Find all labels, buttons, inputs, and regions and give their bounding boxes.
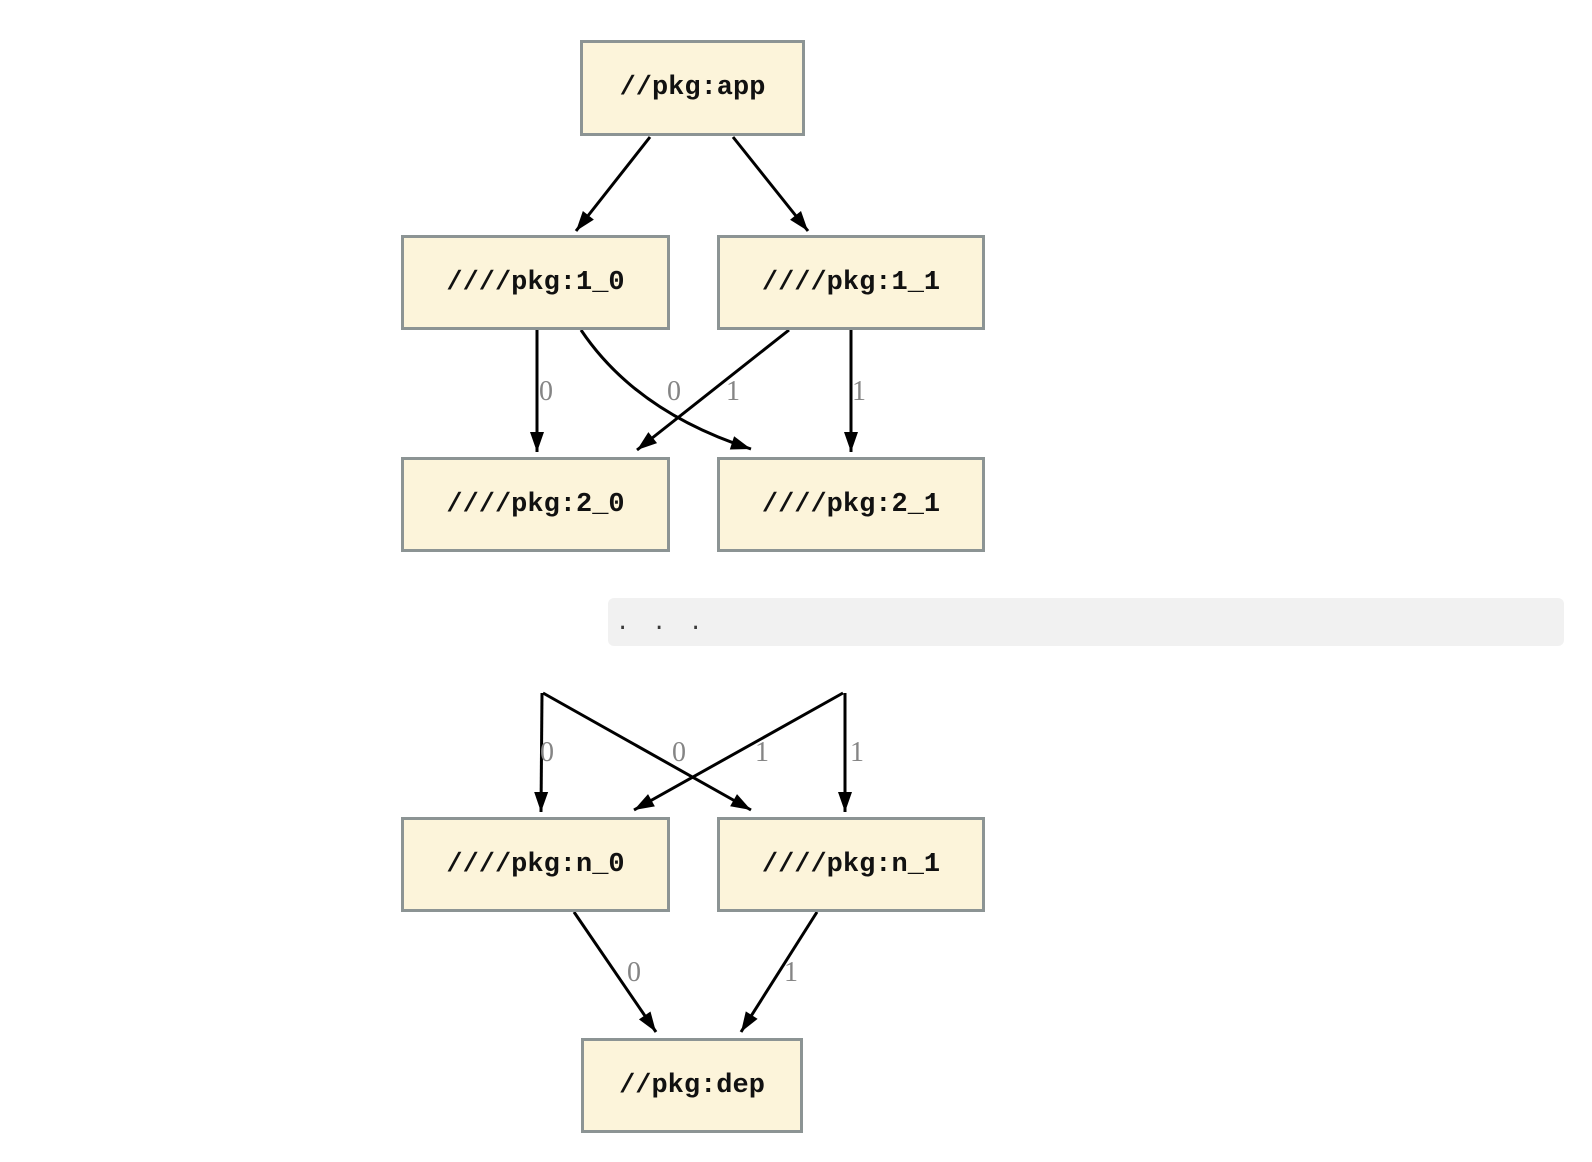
node-pkg-n_1: ////pkg:n_1 xyxy=(717,817,985,912)
node-pkg-dep: //pkg:dep xyxy=(581,1038,803,1133)
edge-label-n_1-dep: 1 xyxy=(784,957,798,988)
node-pkg-n_0: ////pkg:n_0 xyxy=(401,817,670,912)
edge-label-n_0-dep: 0 xyxy=(627,957,641,988)
edge-label-dots-n_0-cross: 0 xyxy=(672,737,686,768)
edge-dots-to-n_0-cross xyxy=(633,691,844,812)
edge-app-to-1_0 xyxy=(574,136,652,232)
node-pkg-1_1: ////pkg:1_1 xyxy=(717,235,985,330)
ellipsis-bar: . . . xyxy=(608,598,1564,646)
edge-label-dots-n_1-straight: 1 xyxy=(850,737,864,768)
ellipsis-dots: . . . xyxy=(616,609,708,635)
edge-label-1_1-2_1: 1 xyxy=(852,376,866,407)
node-pkg-2_1: ////pkg:2_1 xyxy=(717,457,985,552)
edge-1_1-to-2_0 xyxy=(636,328,790,452)
edge-label-1_0-2_1: 1 xyxy=(726,376,740,407)
node-pkg-1_0: ////pkg:1_0 xyxy=(401,235,670,330)
edge-1_0-to-2_1 xyxy=(579,329,752,451)
edge-label-dots-n_1-cross: 1 xyxy=(755,737,769,768)
edge-label-dots-n_0-straight: 0 xyxy=(540,737,554,768)
edge-label-1_0-2_0: 0 xyxy=(539,376,553,407)
edge-app-to-1_1 xyxy=(731,136,810,232)
edge-n_1-to-dep xyxy=(739,911,819,1033)
edge-dots-to-n_1-cross xyxy=(542,691,752,812)
edge-label-1_1-2_0: 0 xyxy=(667,376,681,407)
edge-n_0-to-dep xyxy=(572,911,658,1033)
node-pkg-2_0: ////pkg:2_0 xyxy=(401,457,670,552)
edge-dots-to-n_0-straight xyxy=(534,692,549,813)
node-pkg-app: //pkg:app xyxy=(580,40,805,136)
